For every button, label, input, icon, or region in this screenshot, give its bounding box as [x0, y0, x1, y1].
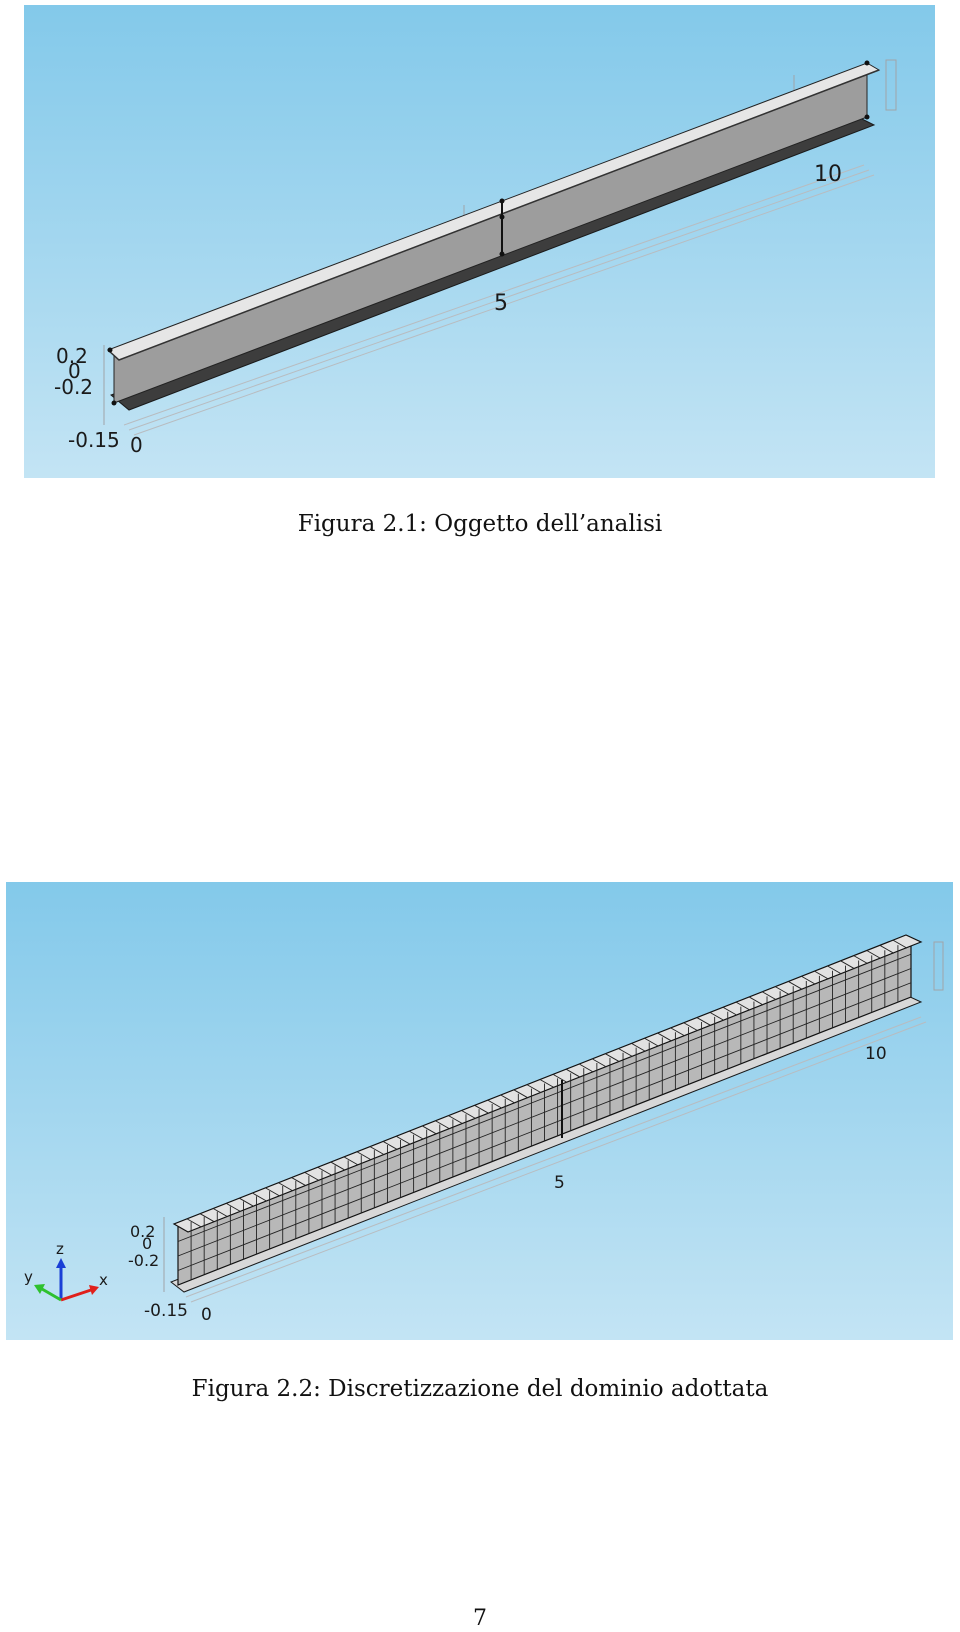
y-axis-label-min: -0.15	[144, 1301, 188, 1321]
mesh-line	[212, 1208, 228, 1217]
mesh-line	[775, 986, 790, 995]
mesh-line	[657, 1032, 672, 1042]
mesh-grid	[177, 939, 912, 1280]
mesh-line	[552, 1073, 568, 1083]
page-number: 7	[473, 1606, 487, 1631]
x-axis-label-start: 0	[130, 433, 143, 457]
x-axis-label-end: 10	[814, 162, 842, 187]
mesh-line	[748, 996, 764, 1006]
triad-y-arrow	[41, 1287, 62, 1302]
mesh-line	[709, 1012, 725, 1021]
mesh-line	[177, 982, 912, 1271]
mesh-line	[343, 1156, 359, 1166]
mesh-line	[500, 1094, 516, 1104]
mesh-line	[291, 1177, 306, 1186]
triad-x-label: x	[99, 1271, 108, 1289]
y-axis-label-min: -0.15	[68, 428, 120, 452]
mesh-line	[788, 981, 803, 990]
beam-mesh-figure: 0.2 0 -0.2 -0.15 0 5 10 z x y	[6, 882, 953, 1340]
mesh-line	[761, 991, 777, 1001]
z-axis-label-bottom: -0.2	[54, 375, 93, 399]
mesh-line	[369, 1146, 385, 1155]
mesh-line	[670, 1027, 685, 1037]
mesh-line	[239, 1197, 254, 1207]
axis-triad: z x y	[24, 1240, 108, 1302]
mesh-line	[605, 1053, 620, 1063]
mesh-line	[304, 1172, 319, 1181]
mesh-line	[539, 1079, 555, 1088]
mesh-line	[199, 1213, 215, 1223]
mesh-line	[409, 1130, 424, 1140]
triad-x-arrow	[60, 1288, 92, 1302]
mesh-line	[840, 960, 855, 970]
mesh-line	[827, 965, 842, 975]
mesh-line	[879, 944, 895, 954]
mesh-line	[435, 1120, 450, 1130]
mesh-line	[513, 1089, 529, 1099]
mesh-line	[565, 1068, 581, 1078]
mesh-line	[631, 1042, 646, 1052]
x-axis-grid	[123, 164, 875, 436]
figure-2-caption: Figura 2.2: Discretizzazione del dominio…	[191, 1376, 769, 1402]
mesh-line	[526, 1084, 542, 1094]
mesh-line	[177, 968, 912, 1257]
mesh-line	[487, 1099, 502, 1109]
z-axis-label-top: 0.2	[56, 344, 88, 368]
z-axis-grid	[163, 941, 944, 1292]
mesh-line	[330, 1161, 346, 1171]
mesh-line	[265, 1187, 280, 1197]
triad-z-label: z	[56, 1240, 64, 1258]
beam-geometry-figure: 0.2 0 -0.2 -0.15 0 5 10	[24, 5, 935, 478]
mesh-line	[853, 955, 868, 965]
mesh-line	[696, 1017, 712, 1026]
mesh-line	[866, 950, 882, 959]
mesh-line	[735, 1001, 751, 1011]
mesh-line	[683, 1022, 699, 1032]
x-axis-label-mid: 5	[554, 1173, 565, 1193]
mesh-line	[422, 1125, 437, 1135]
mesh-line	[382, 1141, 398, 1150]
mesh-line	[317, 1166, 333, 1176]
mesh-line	[814, 970, 829, 980]
mesh-line	[722, 1006, 738, 1016]
mesh-line	[474, 1104, 489, 1114]
mesh-line	[618, 1048, 633, 1057]
x-axis-label-mid: 5	[494, 291, 508, 316]
triad-y-label: y	[24, 1268, 33, 1286]
mesh-line	[356, 1151, 372, 1161]
mesh-line	[252, 1192, 267, 1202]
z-axis-label-mid: 0	[68, 359, 81, 383]
figure-1-caption: Figura 2.1: Oggetto dell’analisi	[297, 511, 663, 537]
mesh-line	[186, 1218, 202, 1228]
mesh-line	[278, 1182, 293, 1192]
mesh-line	[578, 1063, 594, 1073]
z-axis-label-bottom: -0.2	[128, 1251, 159, 1270]
x-axis-label-start: 0	[201, 1305, 212, 1325]
mesh-line	[395, 1135, 411, 1145]
mesh-line	[801, 975, 816, 985]
z-axis-label-top: 0.2	[130, 1222, 155, 1241]
mesh-line	[177, 953, 912, 1242]
mesh-line	[892, 939, 908, 949]
z-axis-label-mid: 0	[142, 1234, 152, 1253]
mesh-line	[461, 1110, 476, 1119]
mesh-line	[226, 1202, 241, 1212]
x-axis-label-end: 10	[865, 1044, 887, 1064]
mesh-line	[448, 1115, 463, 1125]
mesh-line	[644, 1037, 659, 1047]
mesh-line	[592, 1058, 607, 1068]
x-axis-grid	[185, 1016, 927, 1303]
